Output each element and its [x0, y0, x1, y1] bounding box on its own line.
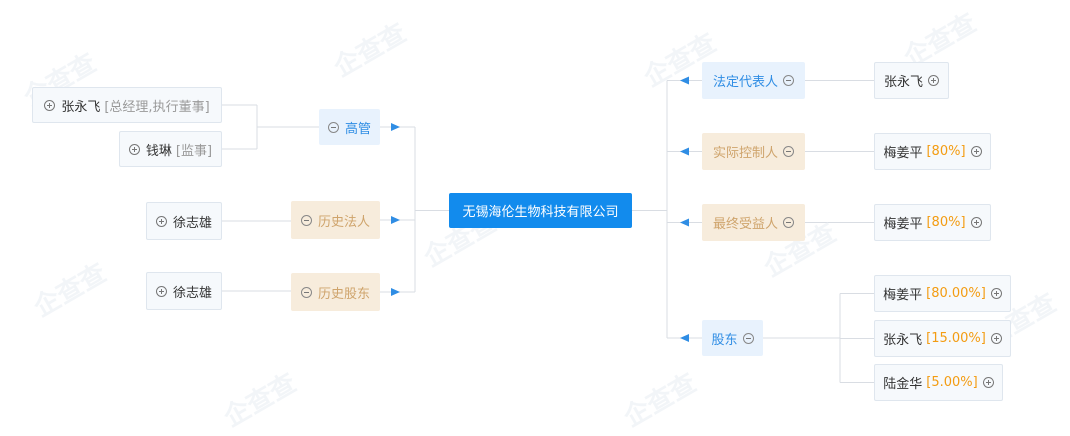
share-percent: [80%]	[926, 215, 966, 230]
company-name: 无锡海伦生物科技有限公司	[462, 205, 619, 220]
person-node[interactable]: 梅姜平[80.00%]	[874, 275, 1011, 312]
person-node[interactable]: 徐志雄	[146, 202, 222, 240]
right-arrow	[680, 147, 689, 156]
expand-icon[interactable]	[155, 285, 167, 297]
share-percent: [80%]	[926, 144, 966, 159]
category-label: 股东	[711, 332, 738, 348]
expand-icon[interactable]	[155, 215, 167, 227]
collapse-icon[interactable]	[300, 214, 312, 226]
category-node[interactable]: 法定代表人	[702, 62, 805, 99]
collapse-icon[interactable]	[742, 332, 754, 344]
person-node[interactable]: 梅姜平[80%]	[874, 133, 991, 170]
person-role: [监事]	[175, 143, 213, 159]
collapse-icon[interactable]	[783, 75, 794, 86]
share-percent: [5.00%]	[926, 375, 978, 390]
expand-icon[interactable]	[928, 75, 939, 86]
expand-icon[interactable]	[990, 288, 1002, 299]
company-node[interactable]: 无锡海伦生物科技有限公司	[449, 193, 632, 228]
category-label: 历史法人	[317, 214, 370, 230]
person-node[interactable]: 陆金华[5.00%]	[874, 364, 1003, 401]
category-node[interactable]: 实际控制人	[702, 133, 805, 170]
expand-icon[interactable]	[970, 146, 982, 157]
right-arrow	[680, 76, 689, 85]
category-label: 最终受益人	[712, 217, 778, 232]
collapse-icon[interactable]	[783, 146, 794, 157]
share-percent: [80.00%]	[926, 286, 986, 301]
category-label: 实际控制人	[712, 146, 778, 161]
person-name: 梅姜平	[883, 146, 923, 161]
person-node[interactable]: 张永飞[15.00%]	[874, 320, 1011, 357]
person-name: 徐志雄	[172, 215, 212, 231]
person-role: [总经理,执行董事]	[104, 99, 210, 115]
category-label: 历史股东	[317, 286, 370, 302]
category-label: 法定代表人	[712, 75, 778, 90]
person-name: 钱琳	[145, 143, 172, 159]
person-name: 张永飞	[883, 333, 923, 348]
category-node[interactable]: 历史法人	[291, 201, 380, 239]
collapse-icon[interactable]	[327, 121, 339, 133]
person-name: 梅姜平	[883, 217, 923, 232]
category-node[interactable]: 最终受益人	[702, 204, 805, 241]
person-name: 徐志雄	[172, 285, 212, 301]
left-arrow	[391, 216, 400, 224]
person-node[interactable]: 张永飞	[874, 62, 949, 99]
expand-icon[interactable]	[982, 377, 994, 388]
person-node[interactable]: 梅姜平[80%]	[874, 204, 991, 241]
person-node[interactable]: 徐志雄	[146, 272, 222, 310]
person-name: 梅姜平	[883, 288, 923, 303]
share-percent: [15.00%]	[926, 331, 986, 346]
collapse-icon[interactable]	[783, 217, 794, 228]
right-arrow	[680, 334, 689, 342]
person-name: 陆金华	[883, 377, 923, 392]
category-node[interactable]: 股东	[702, 320, 763, 356]
person-node[interactable]: 钱琳[监事]	[119, 131, 222, 167]
person-name: 张永飞	[61, 99, 101, 115]
left-arrow	[391, 123, 400, 131]
collapse-icon[interactable]	[300, 286, 312, 298]
expand-icon[interactable]	[44, 99, 56, 111]
person-node[interactable]: 张永飞[总经理,执行董事]	[32, 87, 222, 123]
expand-icon[interactable]	[990, 333, 1002, 344]
left-arrow	[391, 288, 400, 296]
category-node[interactable]: 高管	[319, 109, 380, 145]
category-label: 高管	[344, 121, 371, 137]
person-name: 张永飞	[883, 75, 923, 90]
expand-icon[interactable]	[128, 143, 140, 155]
expand-icon[interactable]	[970, 217, 982, 228]
right-arrow	[680, 218, 689, 227]
category-node[interactable]: 历史股东	[291, 273, 380, 311]
